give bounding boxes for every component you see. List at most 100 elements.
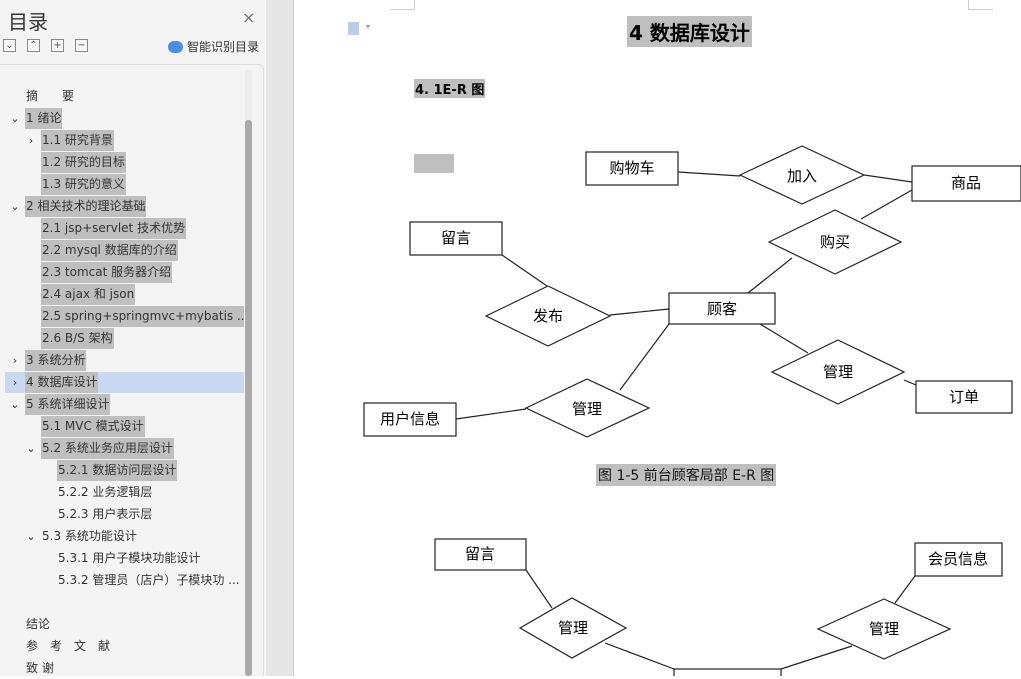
entity-guke: 顾客 — [668, 292, 776, 325]
outline-item[interactable]: 5.2.1 数据访问层设计 — [0, 460, 244, 481]
relation-guanli-user: 管理 — [524, 378, 651, 438]
outline-item[interactable]: 1.3 研究的意义 — [0, 174, 244, 195]
outline-item-label: 5.3 系统功能设计 — [42, 529, 137, 543]
smart-toc-label: 智能识别目录 — [187, 40, 260, 54]
svg-text:留言: 留言 — [441, 229, 471, 247]
section-heading: 4. 1E-R 图 — [414, 79, 486, 98]
outline-item[interactable]: 2.5 spring+springmvc+mybatis ... — [0, 306, 248, 327]
close-icon[interactable]: × — [242, 8, 256, 27]
outline-item[interactable]: 致 谢 — [0, 658, 244, 679]
outline-item[interactable]: 结论 — [0, 614, 244, 635]
outline-item[interactable]: 5.1 MVC 模式设计 — [0, 416, 244, 437]
outline-item-label: 5.2.1 数据访问层设计 — [57, 460, 178, 481]
outline-item-label: 5.2.3 用户表示层 — [58, 507, 153, 521]
outline-item[interactable]: 2.6 B/S 架构 — [0, 328, 244, 349]
ai-icon — [168, 40, 183, 53]
outline-item-label: 5.3.2 管理员（店户）子模块功 ... — [58, 573, 240, 587]
outline-item-label: 4 数据库设计 — [25, 372, 99, 393]
splitter[interactable] — [266, 0, 294, 676]
entity-huiyuanxinxi: 会员信息 — [914, 542, 1003, 577]
svg-text:顾客: 顾客 — [707, 300, 737, 318]
outline-item[interactable]: 2.1 jsp+servlet 技术优势 — [0, 218, 244, 239]
document-icon[interactable] — [348, 22, 359, 35]
outline-item[interactable]: 1.2 研究的目标 — [0, 152, 244, 173]
relation-guanli-2b: 管理 — [816, 598, 952, 660]
outline-item-label: 1.1 研究背景 — [41, 130, 114, 151]
outline-item[interactable]: 2.4 ajax 和 json — [0, 284, 244, 305]
chevron-down-icon[interactable]: ⌄ — [10, 398, 20, 411]
relation-guanli-order: 管理 — [770, 339, 906, 405]
chapter-heading: 4 数据库设计 — [627, 16, 752, 47]
outline-item-label: 5.2.2 业务逻辑层 — [58, 485, 153, 499]
outline-item-label: 参 考 文 献 — [26, 639, 111, 653]
outline-item-label: 5.1 MVC 模式设计 — [41, 416, 145, 437]
dropdown-arrow-icon[interactable]: ▾ — [366, 22, 371, 31]
relation-goumai: 购买 — [767, 209, 903, 275]
outline-item[interactable]: 2.3 tomcat 服务器介绍 — [0, 262, 244, 283]
outline-item-label: 3 系统分析 — [25, 350, 87, 371]
entity-liuyan-2: 留言 — [434, 538, 527, 571]
scrollbar-thumb[interactable] — [245, 120, 252, 676]
outline-item[interactable]: 摘 要 — [0, 86, 244, 107]
chevron-right-icon[interactable]: › — [12, 354, 18, 367]
chevron-down-icon[interactable]: ⌄ — [26, 442, 36, 455]
expand-up-button[interactable]: ⌃ — [27, 39, 40, 52]
svg-text:加入: 加入 — [787, 167, 817, 185]
relation-guanli-2a: 管理 — [518, 597, 628, 659]
outline-item-label: 2.4 ajax 和 json — [41, 284, 136, 305]
outline-item[interactable]: › 1.1 研究背景 — [0, 130, 244, 151]
outline-item-label: 致 谢 — [26, 661, 54, 675]
svg-text:发布: 发布 — [533, 307, 563, 325]
outline-item[interactable]: 5.2.2 业务逻辑层 — [0, 482, 244, 503]
remove-heading-button[interactable]: − — [75, 39, 88, 52]
sidebar-title: 目录 — [8, 10, 48, 34]
connectors — [455, 171, 917, 670]
svg-text:用户信息: 用户信息 — [380, 410, 440, 428]
outline-item[interactable]: ⌄ 1 绪论 — [0, 108, 244, 129]
collapse-all-button[interactable]: ⌄ — [3, 39, 16, 52]
outline-item[interactable]: 5.3.2 管理员（店户）子模块功 ... — [0, 570, 244, 591]
outline-item-label: 1 绪论 — [25, 108, 63, 129]
svg-text:购买: 购买 — [820, 233, 850, 251]
outline-item[interactable]: ⌄ 5.2 系统业务应用层设计 — [0, 438, 244, 459]
entity-yonghuxinxi: 用户信息 — [363, 402, 457, 437]
outline-item[interactable]: 2.2 mysql 数据库的介绍 — [0, 240, 244, 261]
outline-item[interactable]: › 4 数据库设计 — [5, 372, 244, 393]
add-heading-button[interactable]: + — [51, 39, 64, 52]
entity-gouwuche: 购物车 — [585, 151, 679, 186]
highlighted-blank — [414, 154, 454, 173]
chevron-right-icon[interactable]: › — [12, 376, 18, 389]
svg-text:管理: 管理 — [572, 400, 602, 418]
entity-bottom — [673, 668, 782, 676]
outline-item[interactable]: ⌄ 5.3 系统功能设计 — [0, 526, 244, 547]
outline-item[interactable]: ⌄5 系统详细设计 — [0, 394, 244, 415]
chevron-right-icon[interactable]: › — [28, 134, 34, 147]
outline-item[interactable]: › 3 系统分析 — [0, 350, 244, 371]
entity-dingdan: 订单 — [915, 380, 1013, 414]
chevron-down-icon[interactable]: ⌄ — [10, 200, 20, 213]
outline-item[interactable]: 5.3.1 用户子模块功能设计 — [0, 548, 244, 569]
outline-panel — [0, 64, 264, 676]
smart-toc-button[interactable]: 智能识别目录 — [168, 38, 259, 55]
outline-item-label: 5.2 系统业务应用层设计 — [41, 438, 174, 459]
outline-item[interactable]: 参 考 文 献 — [0, 636, 244, 657]
svg-text:管理: 管理 — [869, 620, 899, 638]
svg-text:商品: 商品 — [951, 174, 981, 192]
margin-mark — [968, 0, 993, 10]
outline-item[interactable]: 5.2.3 用户表示层 — [0, 504, 244, 525]
outline-item-label: 2.2 mysql 数据库的介绍 — [41, 240, 178, 261]
figure-caption: 图 1-5 前台顾客局部 E-R 图 — [596, 464, 777, 486]
entity-shangpin: 商品 — [911, 165, 1021, 202]
svg-text:管理: 管理 — [558, 619, 588, 637]
svg-text:留言: 留言 — [465, 545, 495, 563]
outline-item-label: 5.3.1 用户子模块功能设计 — [58, 551, 201, 565]
outline-item-label: 2.5 spring+springmvc+mybatis ... — [41, 306, 248, 327]
outline-item-label: 结论 — [26, 617, 51, 631]
outline-item-label: 1.3 研究的意义 — [41, 174, 126, 195]
outline-item-label: 2.3 tomcat 服务器介绍 — [41, 262, 173, 283]
outline-item[interactable]: ⌄2 相关技术的理论基础 — [0, 196, 244, 217]
chevron-down-icon[interactable]: ⌄ — [10, 112, 20, 125]
chevron-down-icon[interactable]: ⌄ — [26, 530, 36, 543]
